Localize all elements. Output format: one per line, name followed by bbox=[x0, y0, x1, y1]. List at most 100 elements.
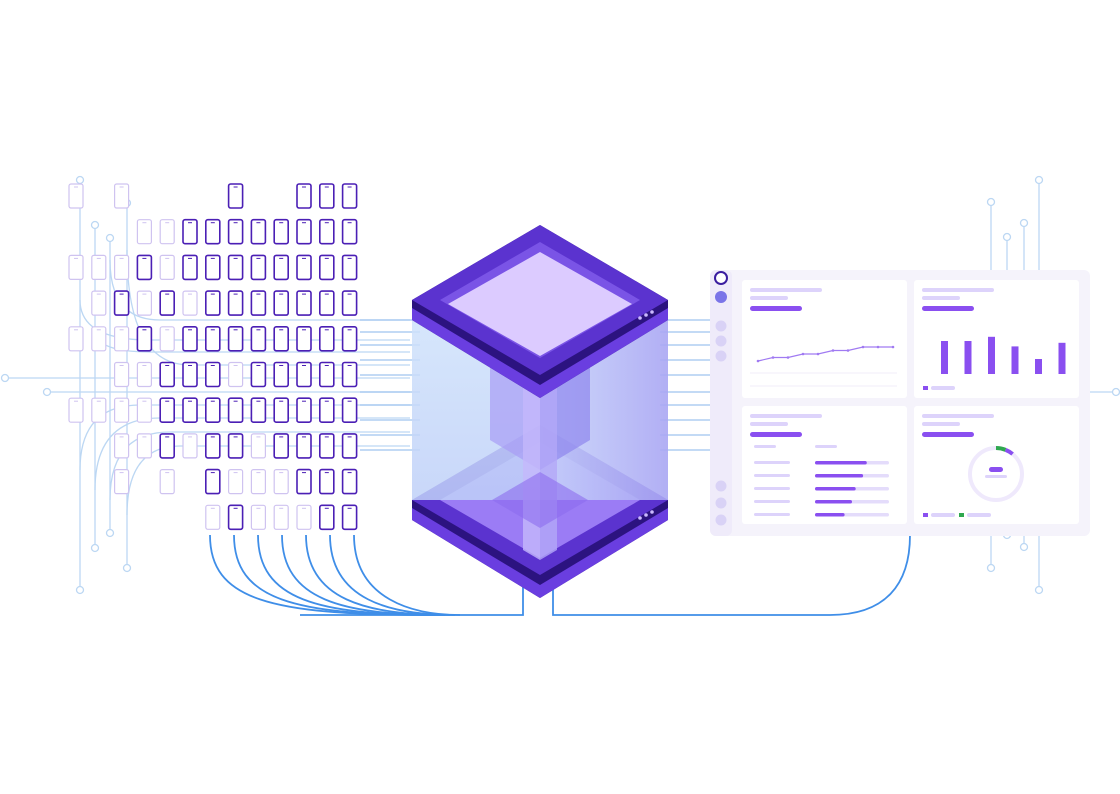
phone-icon bbox=[68, 183, 84, 209]
phone-body bbox=[136, 254, 153, 281]
circuit-node bbox=[1034, 175, 1044, 185]
card-value bbox=[750, 306, 802, 311]
phone-body bbox=[250, 254, 267, 281]
phone-body bbox=[182, 397, 198, 424]
phone-body bbox=[136, 361, 152, 388]
phone-icon bbox=[136, 219, 152, 245]
line-point bbox=[786, 356, 790, 359]
bar bbox=[1058, 342, 1066, 374]
donut-segment bbox=[968, 446, 1024, 502]
phone-icon bbox=[182, 218, 198, 245]
phone-icon bbox=[341, 325, 358, 352]
phone-icon bbox=[136, 397, 152, 423]
phone-icon bbox=[296, 290, 312, 316]
phone-icon bbox=[250, 218, 267, 245]
phone-icon bbox=[227, 325, 244, 352]
phone-body bbox=[159, 469, 175, 495]
logo-icon bbox=[714, 271, 728, 285]
phone-icon bbox=[113, 326, 130, 352]
circuit-node bbox=[105, 528, 115, 538]
circuit-node bbox=[1002, 232, 1012, 242]
phone-icon bbox=[227, 290, 244, 316]
phone-icon bbox=[205, 397, 221, 424]
phone-icon bbox=[250, 397, 267, 424]
phone-body bbox=[296, 361, 312, 388]
progress-fill bbox=[815, 513, 845, 517]
phone-body bbox=[182, 433, 198, 459]
phone-icon bbox=[250, 290, 267, 316]
phone-body bbox=[227, 290, 244, 316]
phone-icon bbox=[318, 254, 335, 281]
phone-icon bbox=[250, 254, 267, 281]
card-subtitle bbox=[922, 422, 960, 426]
phone-body bbox=[273, 254, 290, 281]
circuit-node bbox=[0, 373, 10, 383]
circuit-node bbox=[986, 563, 996, 573]
list-label bbox=[754, 461, 790, 464]
status-light bbox=[638, 516, 642, 520]
circuit-node bbox=[90, 220, 100, 230]
card-title bbox=[922, 414, 994, 418]
circuit-node bbox=[986, 197, 996, 207]
phone-body bbox=[341, 361, 358, 388]
phone-icon bbox=[318, 290, 335, 316]
phone-body bbox=[205, 468, 221, 495]
phone-body bbox=[341, 433, 358, 459]
phone-icon bbox=[296, 504, 312, 530]
status-light bbox=[644, 513, 648, 517]
phone-icon bbox=[273, 433, 290, 459]
phone-body bbox=[318, 433, 335, 459]
phone-icon bbox=[341, 290, 358, 316]
card-subtitle bbox=[922, 296, 960, 300]
phone-icon bbox=[136, 325, 153, 352]
progress-fill bbox=[815, 500, 852, 504]
phone-icon bbox=[250, 469, 266, 495]
phone-icon bbox=[159, 361, 175, 388]
phone-body bbox=[318, 218, 335, 245]
phone-body bbox=[273, 469, 289, 495]
phone-body bbox=[91, 290, 107, 316]
connector-line bbox=[353, 534, 461, 616]
dashboard-panel bbox=[710, 270, 1090, 536]
nav-icon bbox=[715, 350, 727, 362]
phone-icon bbox=[273, 469, 289, 495]
list-label bbox=[754, 513, 790, 516]
phone-body bbox=[227, 254, 244, 281]
phone-body bbox=[227, 397, 244, 424]
legend-label bbox=[931, 513, 955, 517]
status-light bbox=[638, 316, 642, 320]
phone-icon bbox=[318, 218, 335, 245]
phone-body bbox=[68, 183, 84, 209]
phone-body bbox=[182, 218, 198, 245]
phone-body bbox=[341, 290, 358, 316]
phone-icon bbox=[318, 468, 335, 495]
phone-icon bbox=[341, 468, 358, 495]
line-point bbox=[891, 345, 895, 349]
phone-icon bbox=[296, 433, 312, 459]
status-light bbox=[650, 310, 654, 314]
phone-body bbox=[250, 397, 267, 424]
phone-body bbox=[205, 504, 221, 530]
phone-icon bbox=[273, 397, 290, 424]
bar bbox=[941, 341, 948, 374]
phone-icon bbox=[273, 218, 290, 245]
phone-body bbox=[318, 254, 335, 281]
progress-fill bbox=[815, 461, 867, 465]
phone-body bbox=[136, 325, 153, 352]
list-label bbox=[754, 487, 790, 490]
phone-icon bbox=[341, 183, 358, 209]
phone-icon bbox=[228, 361, 244, 388]
phone-body bbox=[182, 325, 198, 352]
phone-icon bbox=[318, 504, 335, 531]
phone-icon bbox=[227, 397, 244, 424]
phone-body bbox=[341, 397, 358, 424]
circuit-node bbox=[75, 175, 85, 185]
phone-body bbox=[136, 433, 152, 459]
phone-body bbox=[205, 361, 221, 388]
phone-body bbox=[205, 218, 221, 245]
phone-body bbox=[205, 254, 221, 281]
phone-body bbox=[250, 433, 266, 459]
column-header bbox=[754, 445, 776, 448]
connector-line bbox=[552, 534, 911, 616]
